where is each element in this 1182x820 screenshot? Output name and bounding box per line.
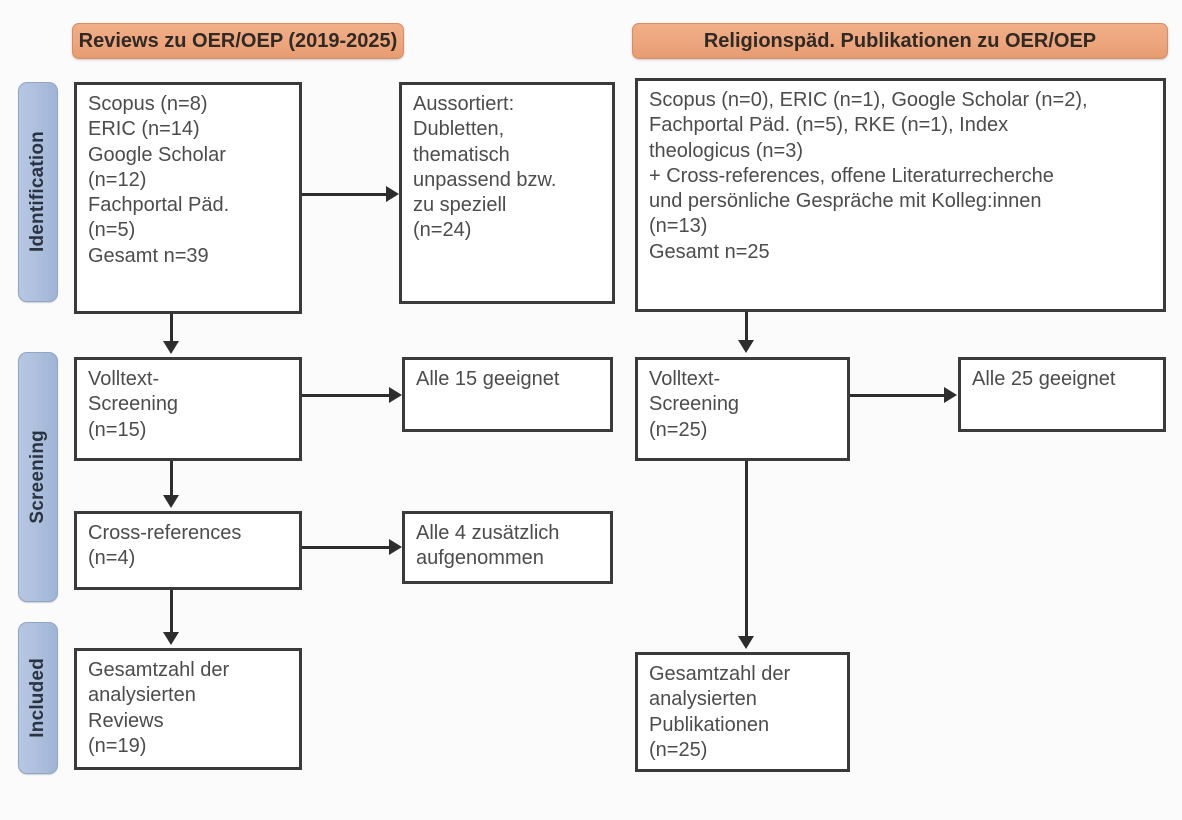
column-header-reviews-label: Reviews zu OER/OEP (2019-2025): [78, 29, 398, 52]
arrowhead-left-sources-to-screening: [163, 341, 179, 354]
connector-left-screening-to-result: [302, 394, 390, 397]
box-right-screening: Volltext- Screening (n=25): [635, 357, 850, 461]
connector-left-crossrefs-to-result: [302, 546, 390, 549]
box-left-excluded: Aussortiert: Dubletten, thematisch unpas…: [399, 82, 615, 304]
stage-band-identification-label: Identification: [27, 131, 48, 253]
box-right-sources: Scopus (n=0), ERIC (n=1), Google Scholar…: [635, 78, 1166, 312]
box-left-included: Gesamtzahl der analysierten Reviews (n=1…: [74, 648, 302, 770]
stage-band-included: Included: [18, 622, 58, 774]
arrowhead-left-crossrefs-to-result: [389, 539, 402, 555]
arrowhead-left-sources-to-excluded: [386, 186, 399, 202]
stage-band-included-label: Included: [27, 658, 48, 738]
arrowhead-left-crossrefs-to-included: [163, 632, 179, 645]
connector-left-sources-to-excluded: [302, 193, 386, 196]
box-left-sources: Scopus (n=8) ERIC (n=14) Google Scholar …: [74, 82, 302, 314]
arrowhead-left-screening-to-crossrefs: [163, 495, 179, 508]
connector-right-screening-to-result: [850, 394, 945, 397]
box-left-crossrefs-result: Alle 4 zusätzlich aufgenommen: [402, 511, 613, 584]
box-left-crossrefs: Cross-references (n=4): [74, 511, 302, 590]
connector-left-crossrefs-to-included: [170, 590, 173, 636]
stage-band-identification: Identification: [18, 82, 58, 302]
arrowhead-left-screening-to-result: [389, 387, 402, 403]
box-right-included: Gesamtzahl der analysierten Publikatione…: [635, 652, 850, 772]
connector-left-sources-to-screening: [170, 314, 173, 346]
stage-band-screening: Screening: [18, 352, 58, 602]
column-header-reviews: Reviews zu OER/OEP (2019-2025): [72, 23, 404, 59]
box-right-screening-result: Alle 25 geeignet: [958, 357, 1166, 432]
arrowhead-right-sources-to-screening: [738, 340, 754, 353]
connector-left-screening-to-crossrefs: [170, 461, 173, 499]
box-left-screening: Volltext- Screening (n=15): [74, 357, 302, 461]
arrowhead-right-screening-to-included: [738, 636, 754, 649]
column-header-religionspaed-label: Religionspäd. Publikationen zu OER/OEP: [703, 29, 1097, 52]
stage-band-screening-label: Screening: [27, 430, 48, 524]
connector-right-screening-to-included: [745, 461, 748, 639]
connector-right-sources-to-screening: [745, 312, 748, 344]
box-left-screening-result: Alle 15 geeignet: [402, 357, 613, 432]
column-header-religionspaed: Religionspäd. Publikationen zu OER/OEP: [632, 23, 1168, 59]
arrowhead-right-screening-to-result: [944, 387, 957, 403]
